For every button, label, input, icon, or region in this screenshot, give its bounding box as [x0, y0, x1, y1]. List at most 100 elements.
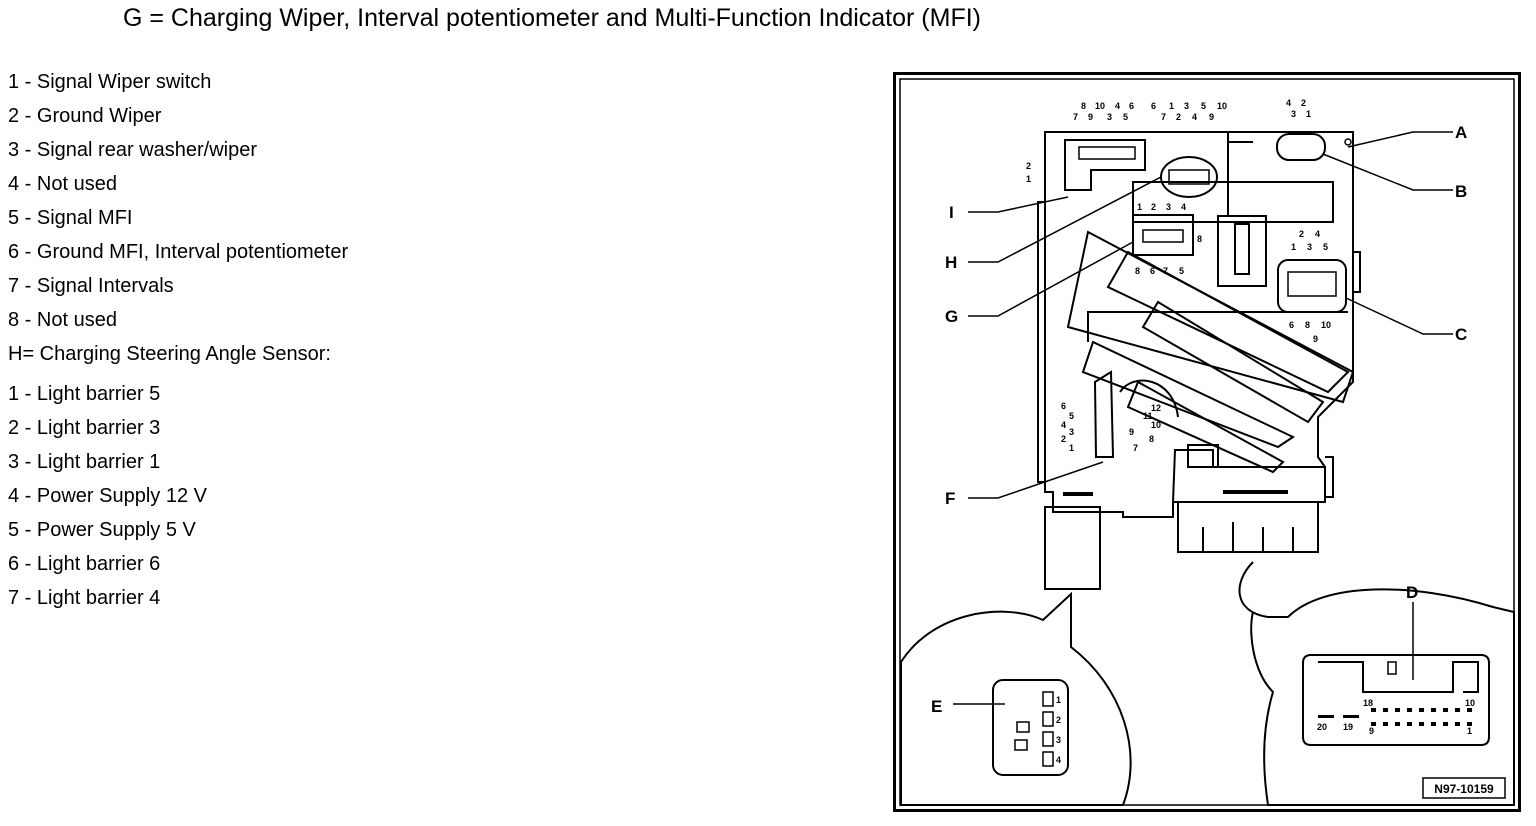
pin-label: 11	[1143, 411, 1153, 421]
legend-item: 4 - Power Supply 12 V	[8, 485, 207, 507]
connector-d-detail-tab	[1387, 661, 1397, 675]
callout-e: E	[931, 697, 942, 716]
connector-e-pin-2	[1042, 711, 1054, 727]
callout-c: C	[1455, 325, 1467, 344]
pin-label: 3	[1291, 109, 1296, 119]
page-title: G = Charging Wiper, Interval potentiomet…	[123, 4, 981, 32]
pin-label: 1	[1026, 174, 1031, 184]
housing-edge-right	[1353, 251, 1361, 293]
pin-label: 1	[1306, 109, 1311, 119]
connector-g	[1132, 214, 1194, 256]
pin-label: 2	[1176, 112, 1181, 122]
connector-e-pin-3	[1042, 731, 1054, 747]
callout-a: A	[1455, 123, 1467, 142]
pin-label: 10	[1465, 698, 1475, 708]
legend-item: 5 - Power Supply 5 V	[8, 519, 196, 541]
pin-label: 20	[1317, 722, 1327, 732]
relay-clip	[1234, 223, 1250, 275]
pin-label: 4	[1115, 101, 1120, 111]
legend-item: 1 - Light barrier 5	[8, 383, 161, 405]
pin-label: 18	[1363, 698, 1373, 708]
pin-label: 8	[1135, 266, 1140, 276]
connector-g-pins	[1142, 229, 1184, 243]
callout-b: B	[1455, 182, 1467, 201]
connector-e-detail	[992, 679, 1069, 776]
leader-h	[968, 176, 1162, 263]
diagonal-plate-1	[1066, 230, 1355, 404]
legend-item: 8 - Not used	[8, 309, 117, 331]
connector-e-housing	[1044, 506, 1101, 590]
pin-legend: 1 - Signal Wiper switch 2 - Ground Wiper…	[8, 68, 608, 618]
callout-f: F	[945, 489, 955, 508]
pin-label: 1	[1467, 726, 1472, 736]
pin-label: 10	[1217, 101, 1227, 111]
pin-label: 2	[1061, 434, 1066, 444]
detail-bubble-e	[900, 591, 1132, 806]
callout-i: I	[949, 203, 954, 222]
figure-id: N97-10159	[1434, 782, 1494, 796]
pin-label: 6	[1129, 101, 1134, 111]
pin-label: 4	[1181, 202, 1186, 212]
pin-label: 8	[1081, 101, 1086, 111]
pin-label: 10	[1151, 420, 1161, 430]
relay-block	[1217, 215, 1267, 287]
figure-id-box	[1422, 777, 1506, 799]
pin-label: 9	[1313, 334, 1318, 344]
diagram-inner-frame	[899, 78, 1515, 806]
leader-a	[1347, 131, 1453, 148]
detail-bubble-d	[1238, 561, 1515, 806]
pin-label: 4	[1056, 755, 1061, 765]
pin-label: 10	[1095, 101, 1105, 111]
legend-item: 7 - Signal Intervals	[8, 275, 174, 297]
pin-label: 7	[1073, 112, 1078, 122]
pin-label: 8	[1149, 434, 1154, 444]
connector-f-hood	[1119, 379, 1179, 418]
pin-label: 3	[1069, 427, 1074, 437]
legend-item: 3 - Signal rear washer/wiper	[8, 139, 257, 161]
connector-top-left	[1064, 139, 1146, 191]
connector-b	[1276, 133, 1326, 161]
connector-d-pin-dots	[1318, 708, 1472, 726]
legend-item: 3 - Light barrier 1	[8, 451, 161, 473]
connector-top-left-pins	[1078, 146, 1136, 160]
connector-top-middle-pins	[1168, 169, 1210, 185]
pin-label: 2	[1056, 715, 1061, 725]
pin-label: 3	[1166, 202, 1171, 212]
connector-e-socket-2	[1014, 739, 1028, 751]
pin-label: 1	[1169, 101, 1174, 111]
connector-d-housing	[1171, 449, 1326, 553]
pin-label: 6	[1289, 320, 1294, 330]
legend-item: 6 - Ground MFI, Interval potentiometer	[8, 241, 349, 263]
pin-label: 3	[1184, 101, 1189, 111]
connector-f	[1093, 370, 1115, 458]
legend-item-section-heading: H= Charging Steering Angle Sensor:	[8, 343, 331, 365]
connector-c-pins	[1287, 271, 1337, 297]
pin-label: 4	[1061, 420, 1066, 430]
legend-item: 7 - Light barrier 4	[8, 587, 161, 609]
connector-d-detail-key	[1318, 661, 1479, 693]
pin-label: 5	[1069, 411, 1074, 421]
connector-c	[1277, 259, 1347, 313]
connector-d-latch	[1187, 444, 1219, 468]
pin-label: 7	[1161, 112, 1166, 122]
legend-item: 5 - Signal MFI	[8, 207, 133, 229]
leader-i	[968, 196, 1069, 213]
pin-label: 1	[1137, 202, 1142, 212]
housing-window	[1132, 181, 1334, 223]
pin-label: 12	[1151, 403, 1161, 413]
pin-label: 5	[1123, 112, 1128, 122]
connector-a-hole	[1344, 138, 1352, 146]
pin-label: 9	[1209, 112, 1214, 122]
pin-label: 1	[1056, 695, 1061, 705]
connector-e-socket-1	[1016, 721, 1030, 733]
leader-c	[1345, 297, 1453, 335]
pin-label: 3	[1107, 112, 1112, 122]
relay-link	[1227, 132, 1253, 216]
pin-label: 4	[1315, 229, 1320, 239]
leader-f	[968, 461, 1104, 499]
pin-label: 9	[1088, 112, 1093, 122]
pin-label: 2	[1301, 98, 1306, 108]
pin-label: 7	[1163, 266, 1168, 276]
pin-label: 4	[1286, 98, 1291, 108]
pin-label: 5	[1323, 242, 1328, 252]
